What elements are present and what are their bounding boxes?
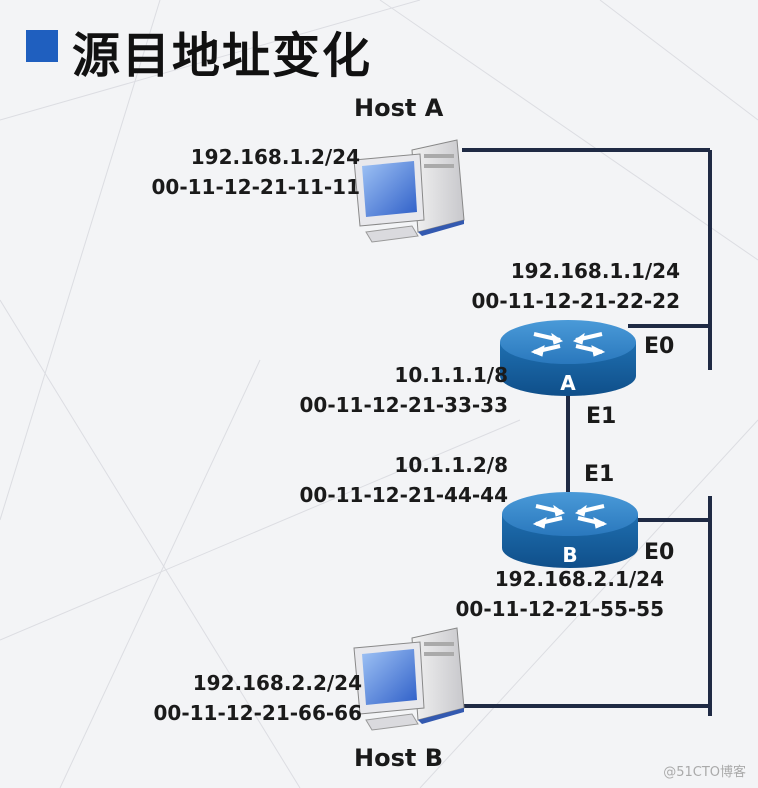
router-a-e1-address-block: 10.1.1.1/8 00-11-12-21-33-33 [300, 360, 509, 420]
router-a-label: A [560, 371, 576, 395]
computer-icon-host-b[interactable] [353, 627, 465, 731]
host-b-mac: 00-11-12-21-66-66 [153, 701, 363, 725]
router-b-label: B [562, 543, 577, 567]
host-b-address-block: 192.168.2.2/24 00-11-12-21-66-66 [154, 668, 363, 728]
router-icon-a[interactable]: A [500, 320, 636, 396]
page-title: 源目地址变化 [72, 28, 373, 84]
host-a-name: Host A [354, 94, 444, 122]
router-b-e0-ip: 192.168.2.1/24 [494, 567, 664, 591]
router-b-e1-port: E1 [584, 462, 615, 487]
host-a-mac: 00-11-12-21-11-11 [151, 175, 361, 199]
router-a-e0-port: E0 [644, 334, 675, 359]
router-a-e1-port: E1 [586, 404, 617, 429]
router-a-e1-mac: 00-11-12-21-33-33 [299, 393, 509, 417]
network-links [462, 148, 712, 716]
host-b-name: Host B [354, 744, 443, 772]
host-a-address-block: 192.168.1.2/24 00-11-12-21-11-11 [152, 142, 361, 202]
watermark: @51CTO博客 [663, 765, 746, 780]
host-a-ip: 192.168.1.2/24 [190, 145, 360, 169]
router-a-e0-ip: 192.168.1.1/24 [510, 259, 680, 283]
router-b-e0-mac: 00-11-12-21-55-55 [455, 597, 665, 621]
title-bullet [26, 30, 58, 62]
router-b-e0-address-block: 192.168.2.1/24 00-11-12-21-55-55 [456, 564, 665, 624]
router-b-e1-mac: 00-11-12-21-44-44 [299, 483, 509, 507]
host-b-ip: 192.168.2.2/24 [192, 671, 362, 695]
router-b-e1-ip: 10.1.1.2/8 [394, 453, 508, 477]
router-a-e0-address-block: 192.168.1.1/24 00-11-12-21-22-22 [472, 256, 681, 316]
computer-icon-host-a[interactable] [353, 139, 465, 243]
router-icon-b[interactable]: B [502, 492, 638, 568]
router-b-e0-port: E0 [644, 540, 675, 565]
router-b-e1-address-block: 10.1.1.2/8 00-11-12-21-44-44 [300, 450, 509, 510]
router-a-e0-mac: 00-11-12-21-22-22 [471, 289, 681, 313]
router-a-e1-ip: 10.1.1.1/8 [394, 363, 508, 387]
